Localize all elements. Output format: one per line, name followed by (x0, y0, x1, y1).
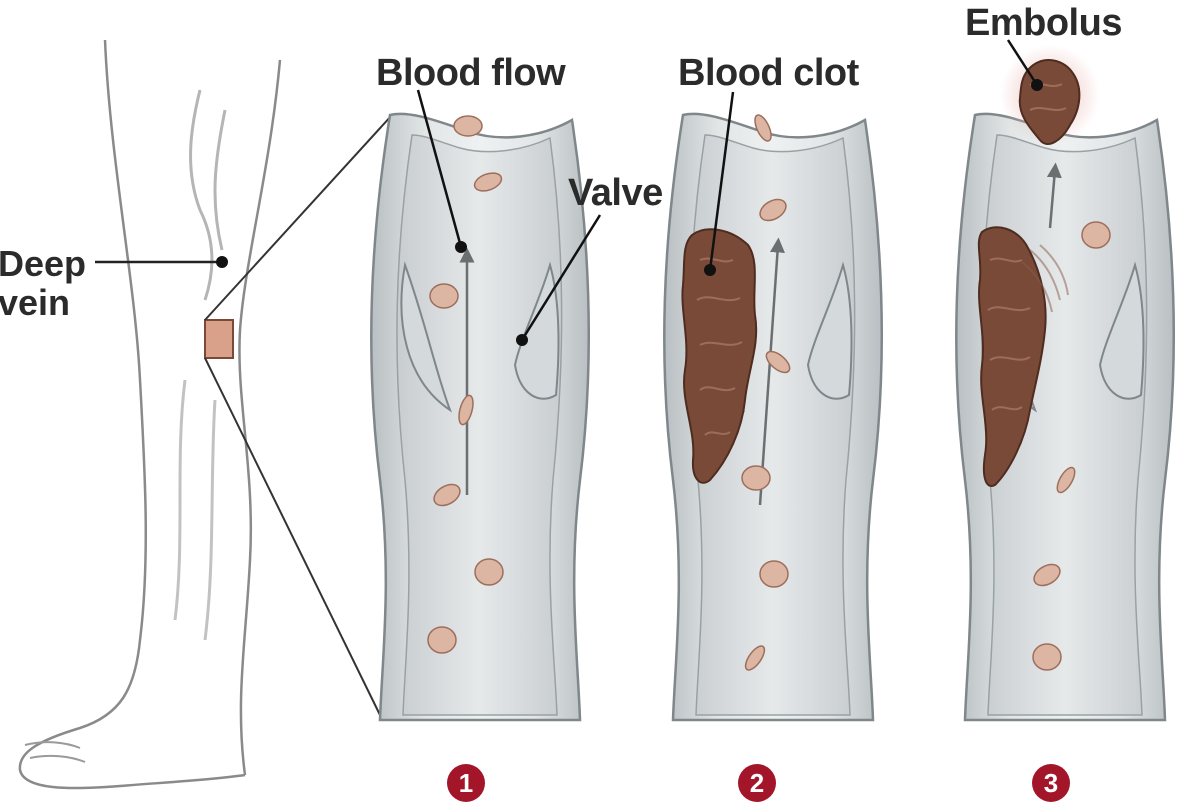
blood-flow-leader (416, 89, 463, 248)
blood-clot-shape (681, 228, 758, 484)
blood-cells-3 (1032, 221, 1111, 671)
embolus-leader (1006, 39, 1039, 86)
residual-clot-shape (977, 226, 1047, 487)
deep-vein-callout (95, 256, 228, 268)
blood-flow-label: Blood flow (376, 52, 566, 94)
vein-stage-3 (955, 112, 1176, 722)
vein-stage-2 (663, 112, 884, 722)
vein-stage-1 (370, 112, 591, 722)
embolus-dot (1031, 79, 1043, 91)
zoom-region-box (204, 319, 234, 359)
deep-vein-label-line1: Deep (0, 243, 86, 284)
valve-dot (516, 334, 528, 346)
svg-text:2: 2 (750, 768, 764, 798)
svg-text:1: 1 (459, 768, 473, 798)
embolus (1000, 45, 1100, 145)
deep-vein-label-line2: vein (0, 282, 70, 323)
step-badge-1: 1 (447, 764, 485, 802)
leg-illustration (18, 39, 282, 790)
blood-cells-1 (427, 115, 504, 654)
embolus-label: Embolus (965, 2, 1122, 44)
step-badge-2: 2 (738, 764, 776, 802)
blood-clot-dot (704, 264, 716, 276)
zoom-lines (204, 114, 393, 716)
step-badge-3: 3 (1032, 764, 1070, 802)
blood-clot-leader (708, 91, 735, 271)
valve-leader (520, 214, 602, 341)
svg-text:3: 3 (1044, 768, 1058, 798)
blood-clot-label: Blood clot (678, 52, 860, 94)
blood-flow-dot (455, 241, 467, 253)
valve-label: Valve (568, 172, 663, 214)
blood-cells-2 (741, 114, 791, 671)
